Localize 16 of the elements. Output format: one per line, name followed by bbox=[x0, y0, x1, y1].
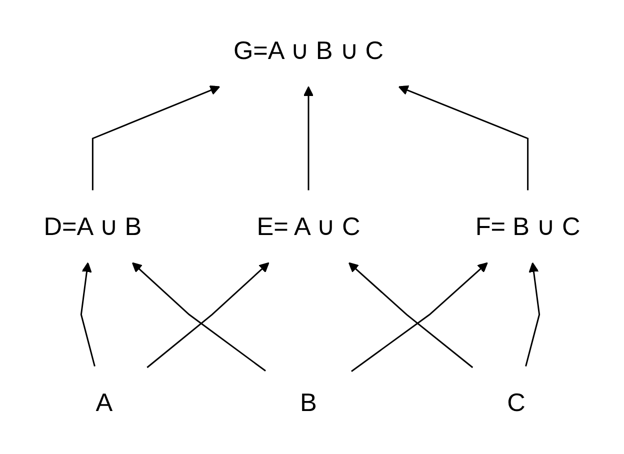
arrow bbox=[146, 262, 270, 369]
node-text: F= B ∪ C bbox=[475, 212, 580, 242]
arrow bbox=[525, 262, 540, 367]
node-text: A bbox=[96, 388, 113, 418]
node-text: B bbox=[300, 388, 317, 418]
arrow bbox=[348, 262, 474, 369]
arrow bbox=[132, 262, 266, 372]
arrow bbox=[80, 262, 96, 367]
arrow bbox=[351, 262, 488, 372]
node-text: D=A ∪ B bbox=[44, 212, 142, 242]
node-text: E= A ∪ C bbox=[256, 212, 360, 242]
arrow bbox=[398, 86, 529, 191]
node-text: C bbox=[507, 388, 526, 418]
node-text: G=A ∪ B ∪ C bbox=[233, 36, 384, 66]
arrow bbox=[92, 86, 220, 191]
arrow bbox=[303, 86, 314, 191]
